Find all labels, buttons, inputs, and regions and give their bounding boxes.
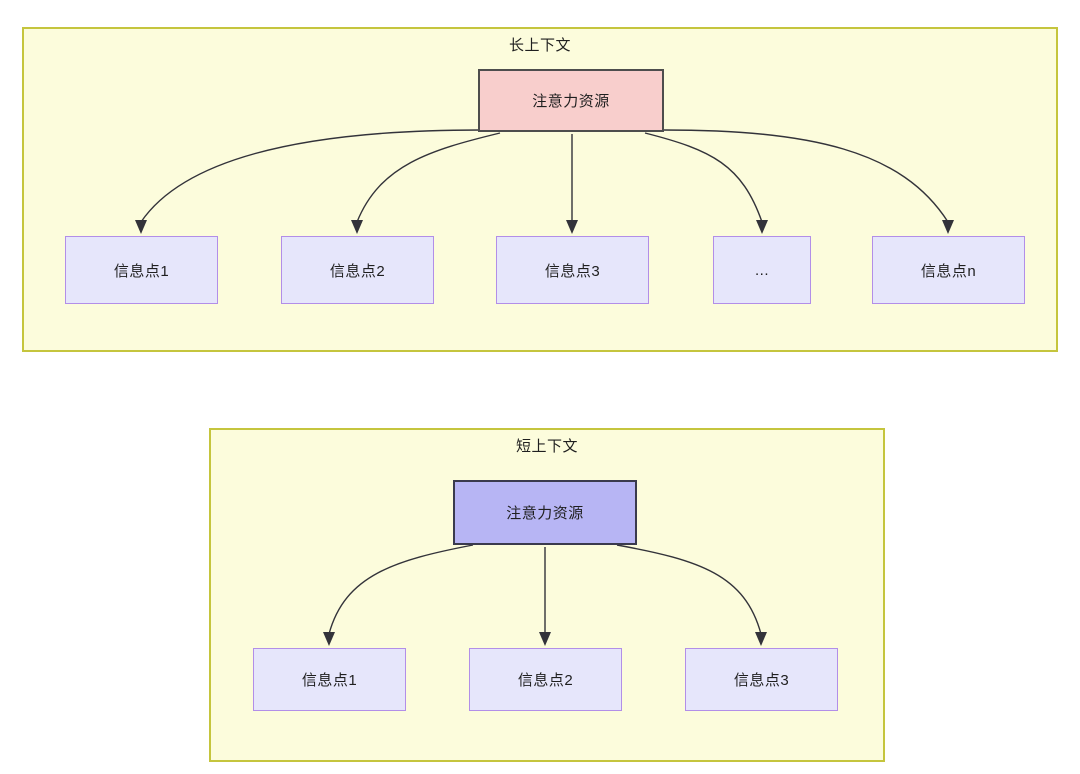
node-label: 信息点1 (113, 262, 170, 280)
node-label: 注意力资源 (506, 505, 584, 522)
node-info-point-1-long[interactable]: 信息点1 (65, 236, 218, 304)
node-label: 信息点n (920, 262, 977, 280)
node-label: 信息点1 (301, 672, 358, 689)
node-info-point-2-short[interactable]: 信息点2 (469, 648, 622, 711)
node-label: ... (754, 261, 769, 279)
node-info-point-2-long[interactable]: 信息点2 (281, 236, 434, 304)
panel-short-context-title: 短上下文 (515, 438, 578, 455)
node-info-point-3-long[interactable]: 信息点3 (496, 236, 649, 304)
node-ellipsis-long[interactable]: ... (713, 236, 811, 304)
node-attention-resource-short[interactable]: 注意力资源 (453, 480, 637, 545)
node-label: 信息点3 (544, 262, 601, 280)
node-info-point-1-short[interactable]: 信息点1 (253, 648, 406, 711)
node-label: 信息点2 (329, 262, 386, 280)
node-info-point-3-short[interactable]: 信息点3 (685, 648, 838, 711)
node-label: 信息点2 (517, 672, 574, 689)
panel-long-context-title: 长上下文 (508, 37, 571, 54)
node-attention-resource-long[interactable]: 注意力资源 (478, 69, 664, 132)
node-info-point-n-long[interactable]: 信息点n (872, 236, 1025, 304)
node-label: 注意力资源 (532, 93, 610, 110)
panel-short-context: 短上下文 (209, 428, 885, 762)
node-label: 信息点3 (733, 672, 790, 689)
